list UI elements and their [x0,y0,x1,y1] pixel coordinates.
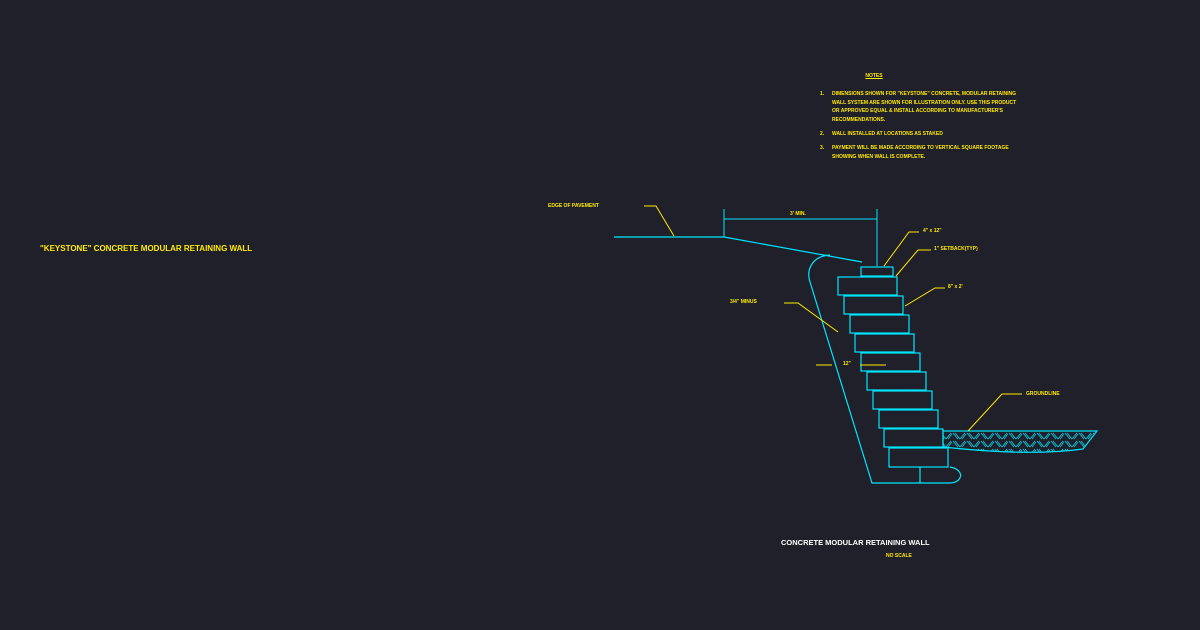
leader-lines [644,205,1022,432]
scale-note: NO SCALE [886,553,912,559]
note-item: 2. WALL INSTALLED AT LOCATIONS AS STAKED [820,130,1030,139]
wall-block [843,295,904,315]
wall-block [849,314,910,334]
wall-block [854,333,915,353]
wall-block [883,428,944,448]
note-number: 1. [820,90,825,97]
note-item: 1. DIMENSIONS SHOWN FOR "KEYSTONE" CONCR… [820,90,1030,125]
wall-block [866,371,927,391]
drawing-caption: CONCRETE MODULAR RETAINING WALL [781,538,930,547]
note-number: 2. [820,130,825,137]
pavement-line [614,236,863,263]
wall-block [872,390,933,410]
label-width-12: 12" [843,361,851,367]
label-gravel: 3/4" MINUS [730,299,757,305]
notes-header: NOTES [865,73,883,79]
note-number: 3. [820,144,825,151]
wall-block [888,447,949,468]
ground-hatch [942,430,1099,453]
note-text: WALL INSTALLED AT LOCATIONS AS STAKED [832,130,943,137]
note-item: 3. PAYMENT WILL BE MADE ACCORDING TO VER… [820,144,1030,162]
label-cap-size: 4" x 12" [923,228,942,234]
wall-block [837,276,898,296]
drawing-title: "KEYSTONE" CONCRETE MODULAR RETAINING WA… [40,244,253,253]
wall-blocks [837,266,949,483]
label-groundline: GROUNDLINE [1026,391,1060,397]
note-text: PAYMENT WILL BE MADE ACCORDING TO VERTIC… [832,144,1009,160]
min-dimension [723,209,878,266]
label-block-size: 8" x 2' [948,284,963,290]
wall-block [860,352,921,372]
cap-block [860,266,894,277]
notes-block: NOTES 1. DIMENSIONS SHOWN FOR "KEYSTONE"… [820,72,1030,166]
label-min-dimension: 3' MIN. [790,211,806,217]
note-text: DIMENSIONS SHOWN FOR "KEYSTONE" CONCRETE… [832,90,1017,124]
label-setback: 1" SETBACK(TYP) [934,246,978,252]
label-edge-of-pavement: EDGE OF PAVEMENT [548,203,599,209]
wall-block [878,409,939,429]
gravel-backfill-outline [808,254,962,484]
